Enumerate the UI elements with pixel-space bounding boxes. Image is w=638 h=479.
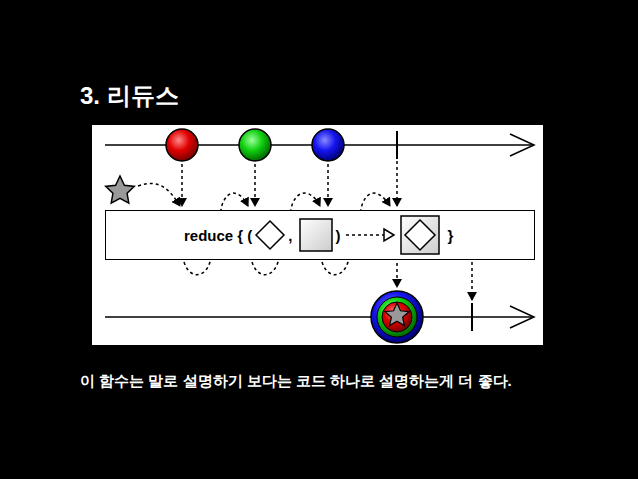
operator-code: reduce { ( xyxy=(184,227,252,244)
green-marble xyxy=(239,129,271,161)
operator-code: , xyxy=(288,227,292,244)
seed-star xyxy=(106,176,135,203)
dashed-arrow xyxy=(344,225,396,245)
square-item xyxy=(299,218,333,252)
slide-title: 3. 리듀스 xyxy=(80,80,179,112)
diamond-accumulator xyxy=(254,219,286,251)
blue-marble xyxy=(312,129,344,161)
operator-code: } xyxy=(448,227,454,244)
operator-code: ) xyxy=(336,227,341,244)
result-accumulator xyxy=(400,215,440,255)
result-marble xyxy=(371,291,423,343)
slide-caption: 이 함수는 말로 설명하기 보다는 코드 하나로 설명하는게 더 좋다. xyxy=(80,372,512,391)
operator-box: reduce { (,)} xyxy=(105,210,535,260)
red-marble xyxy=(166,129,198,161)
panel xyxy=(92,125,543,345)
